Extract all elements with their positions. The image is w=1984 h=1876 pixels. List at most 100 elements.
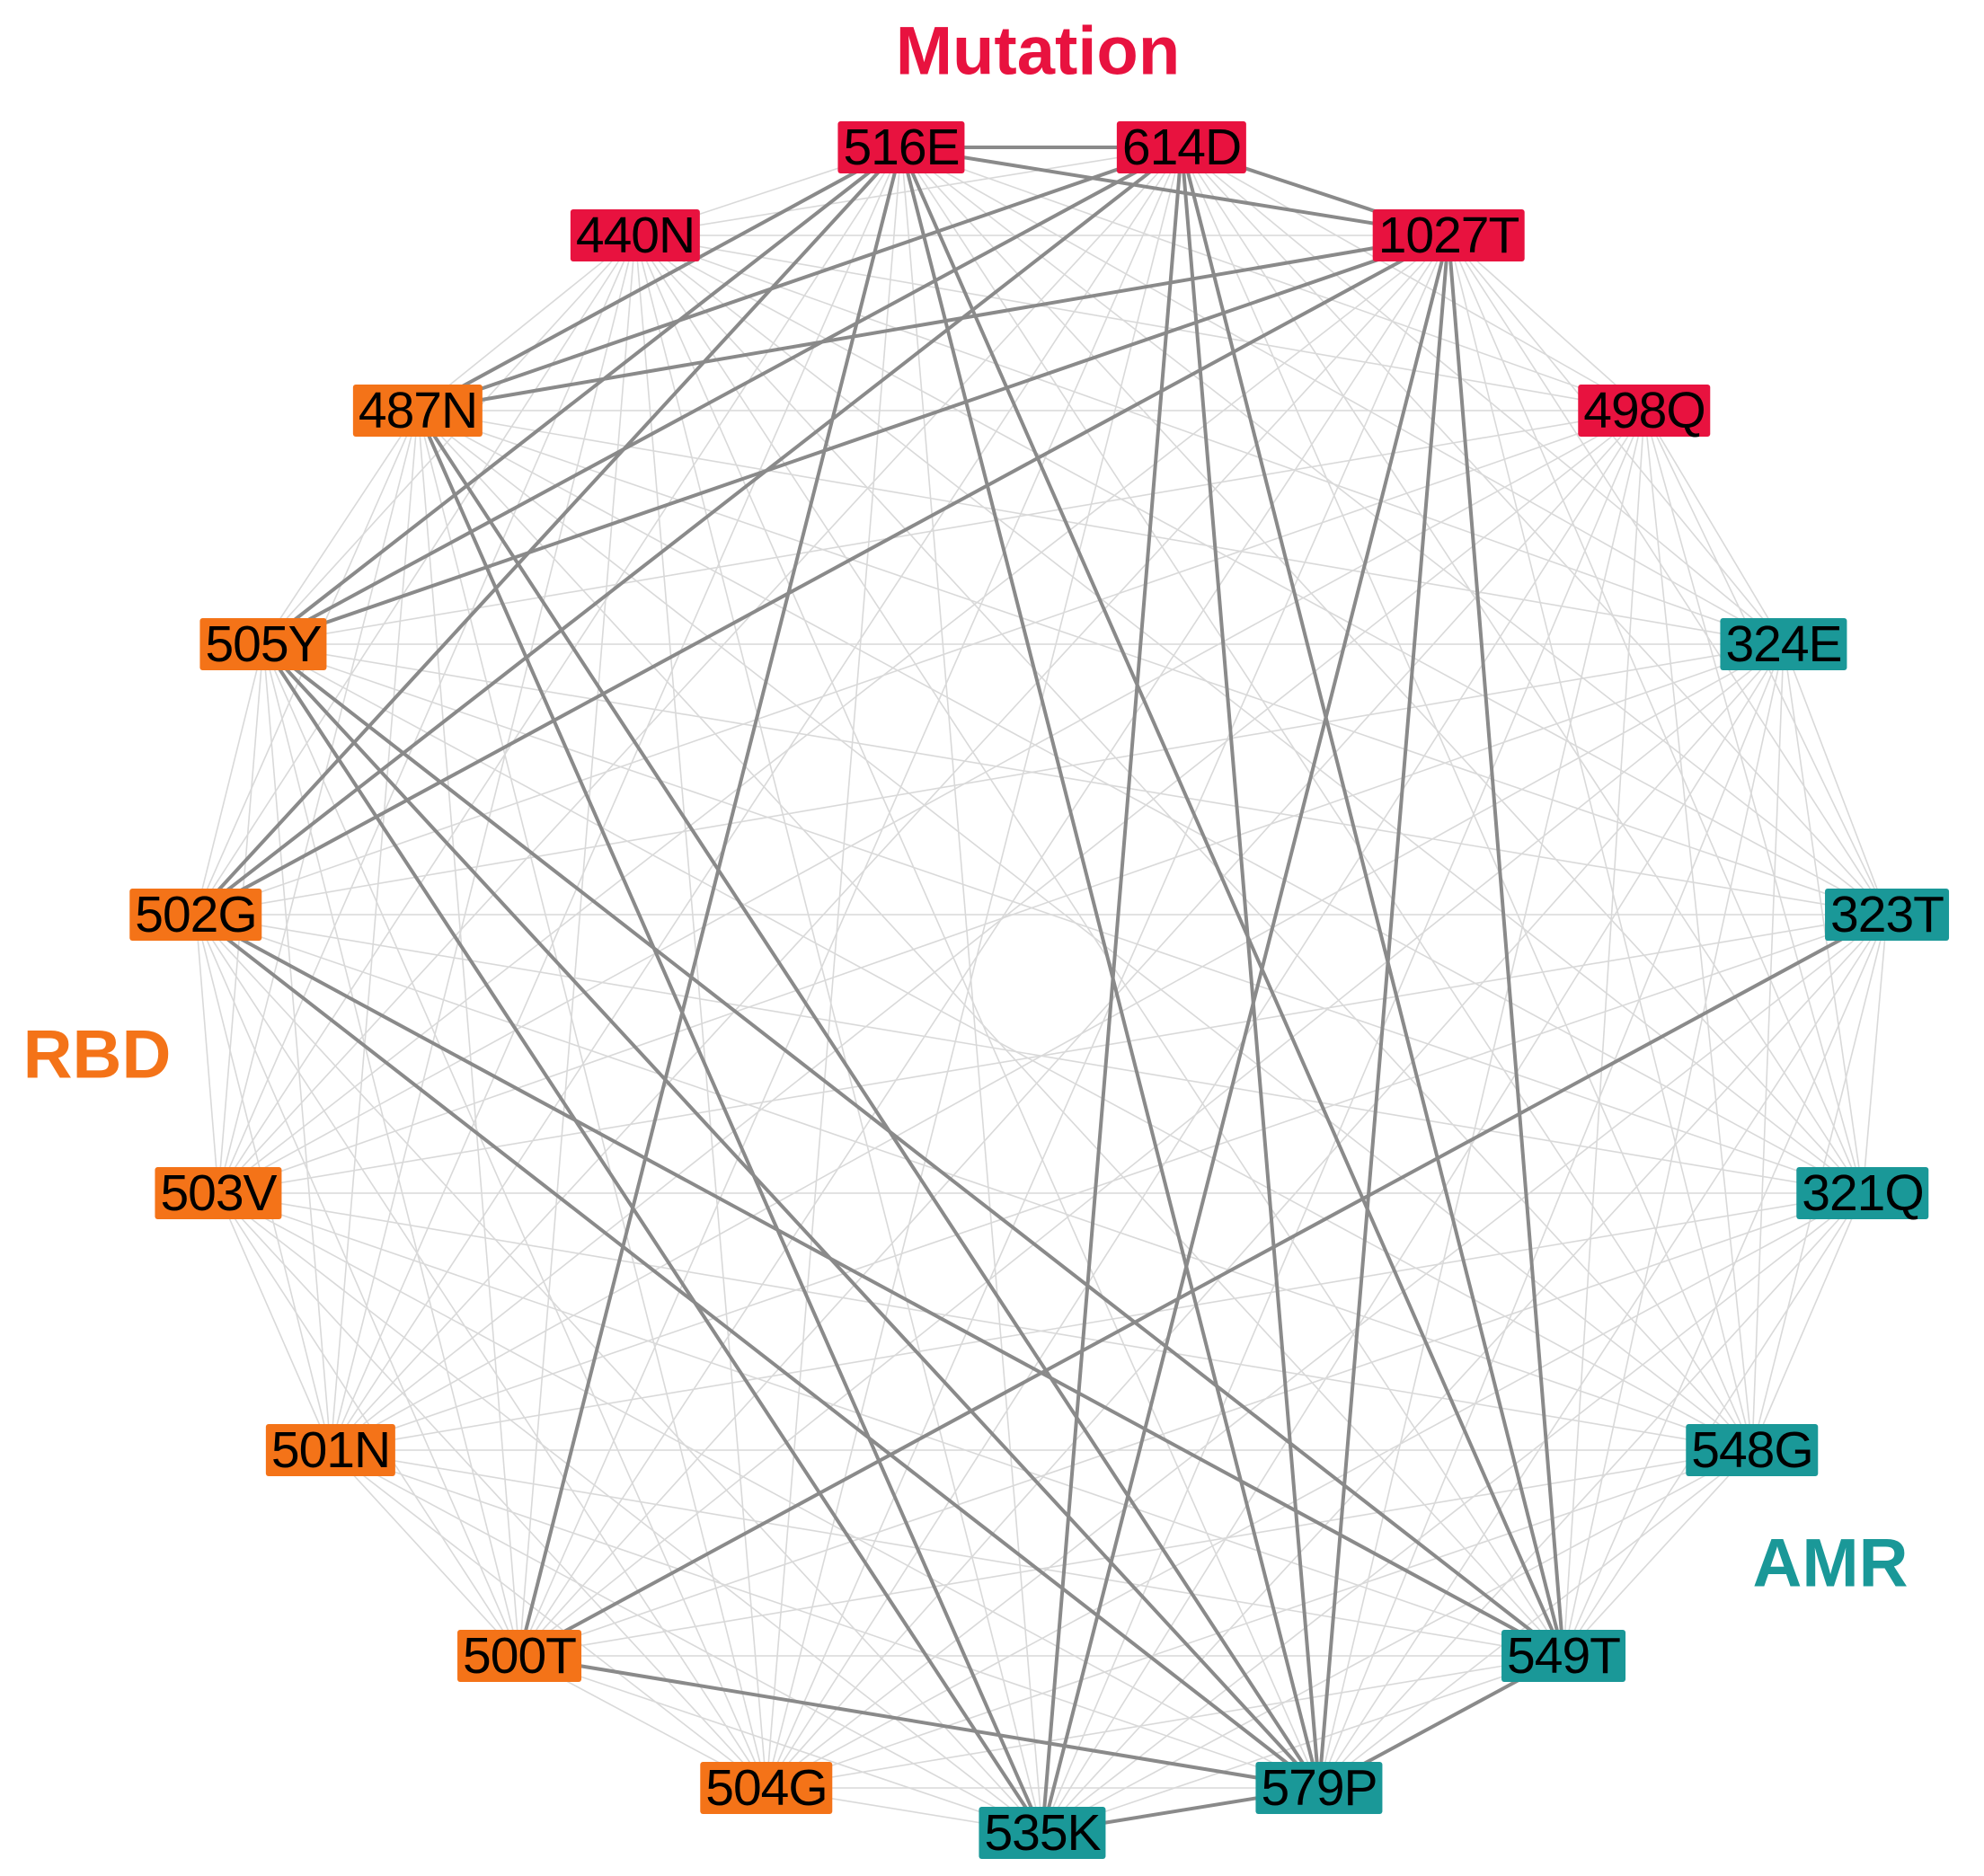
group-label-rbd: RBD [22, 1016, 172, 1093]
edge-strong [261, 642, 1565, 1658]
edge-weak [330, 410, 419, 1451]
edge-weak [195, 914, 219, 1194]
node-500t: 500T [457, 1630, 581, 1682]
edge-weak [1643, 410, 1785, 645]
edge-weak [217, 410, 1645, 1194]
node-579p: 579P [1255, 1762, 1383, 1814]
edge-weak [1563, 1449, 1753, 1657]
edge-weak [634, 234, 1043, 1834]
edge-weak [330, 1449, 1320, 1789]
edge-weak [195, 643, 1785, 916]
edge-weak [195, 914, 1753, 1451]
edge-weak [518, 1655, 1043, 1834]
edge-weak [1318, 914, 1888, 1789]
edge-strong [261, 146, 903, 646]
edge-weak [1448, 234, 1645, 411]
edge-weak [1318, 1449, 1753, 1789]
edge-strong [899, 146, 1565, 1657]
node-440n: 440N [570, 209, 701, 261]
edge-weak [330, 1449, 1043, 1834]
edge-strong [416, 409, 1321, 1790]
edge-strong [261, 642, 1044, 1835]
edge-weak [900, 146, 1888, 916]
edge-weak [1041, 914, 1888, 1834]
edge-weak [518, 146, 1182, 1657]
edge-weak [1448, 234, 1785, 645]
edge-weak [634, 234, 1888, 916]
edge-weak [634, 234, 1785, 645]
edge-weak [634, 234, 767, 1789]
edge-weak [766, 146, 902, 1789]
edge-weak [766, 410, 1645, 1789]
edge-weak [330, 234, 1449, 1451]
edge-weak [217, 1192, 1753, 1451]
edge-weak [330, 1449, 1564, 1657]
node-498q: 498Q [1578, 385, 1711, 437]
edge-weak [262, 410, 419, 645]
node-549t: 549T [1501, 1630, 1625, 1682]
node-1027t: 1027T [1372, 209, 1525, 261]
node-324e: 324E [1720, 618, 1847, 670]
edge-weak [1448, 234, 1753, 1451]
edge-weak [1862, 914, 1888, 1194]
edge-weak [1318, 1192, 1864, 1789]
edge-weak [634, 234, 1864, 1194]
edge-weak [766, 146, 1182, 1789]
edge-strong [518, 913, 1888, 1658]
edge-strong [195, 913, 1564, 1658]
edge-weak [1041, 1449, 1753, 1834]
edge-weak [1041, 1192, 1864, 1834]
edge-weak [1563, 914, 1888, 1657]
edge-weak [262, 643, 1753, 1451]
node-504g: 504G [700, 1762, 833, 1814]
edge-weak [217, 410, 419, 1194]
edge-strong [194, 913, 1321, 1790]
node-548g: 548G [1686, 1424, 1819, 1476]
edge-weak [1448, 234, 1864, 1194]
edge-weak [634, 234, 1564, 1657]
edge-weak [766, 914, 1888, 1789]
edge-weak [217, 1192, 332, 1451]
edge-strong [1447, 234, 1565, 1657]
edge-weak [417, 410, 767, 1789]
edge-weak [1181, 146, 1785, 645]
edge-weak [417, 410, 1753, 1451]
edge-weak [217, 234, 636, 1194]
edge-weak [1751, 1192, 1864, 1451]
edge-weak [262, 410, 1645, 645]
edge-weak [217, 1192, 767, 1789]
edge-weak [195, 234, 636, 916]
node-323t: 323T [1825, 889, 1949, 941]
edge-weak [1041, 1655, 1564, 1834]
edge-weak [634, 234, 1753, 1451]
edge-weak [217, 1192, 1564, 1657]
edge-weak [330, 1449, 520, 1657]
edge-weak [217, 1192, 1043, 1834]
edge-weak [262, 643, 767, 1789]
edge-weak [900, 146, 1753, 1451]
edge-strong [195, 234, 1449, 916]
edge-weak [1448, 234, 1888, 916]
edge-weak [217, 146, 1182, 1194]
edge-strong [417, 146, 902, 412]
edge-weak [262, 643, 520, 1657]
edge-weak [518, 1192, 1864, 1657]
edge-weak [217, 643, 1785, 1194]
edge-strong [194, 146, 903, 916]
edge-strong [261, 642, 1321, 1790]
edge-weak [634, 146, 1182, 236]
edge-strong [1317, 234, 1450, 1789]
edge-strong [194, 146, 1183, 916]
edge-weak [195, 914, 1043, 1834]
edge-weak [195, 643, 264, 916]
edge-weak [195, 914, 520, 1657]
edge-strong [417, 234, 1449, 412]
edge-strong [899, 146, 1321, 1789]
edge-weak [417, 234, 636, 411]
edge-weak [417, 410, 520, 1657]
group-label-amr: AMR [1752, 1525, 1909, 1602]
edge-weak [766, 234, 1449, 1789]
edge-strong [1041, 234, 1450, 1834]
edge-weak [195, 914, 767, 1789]
